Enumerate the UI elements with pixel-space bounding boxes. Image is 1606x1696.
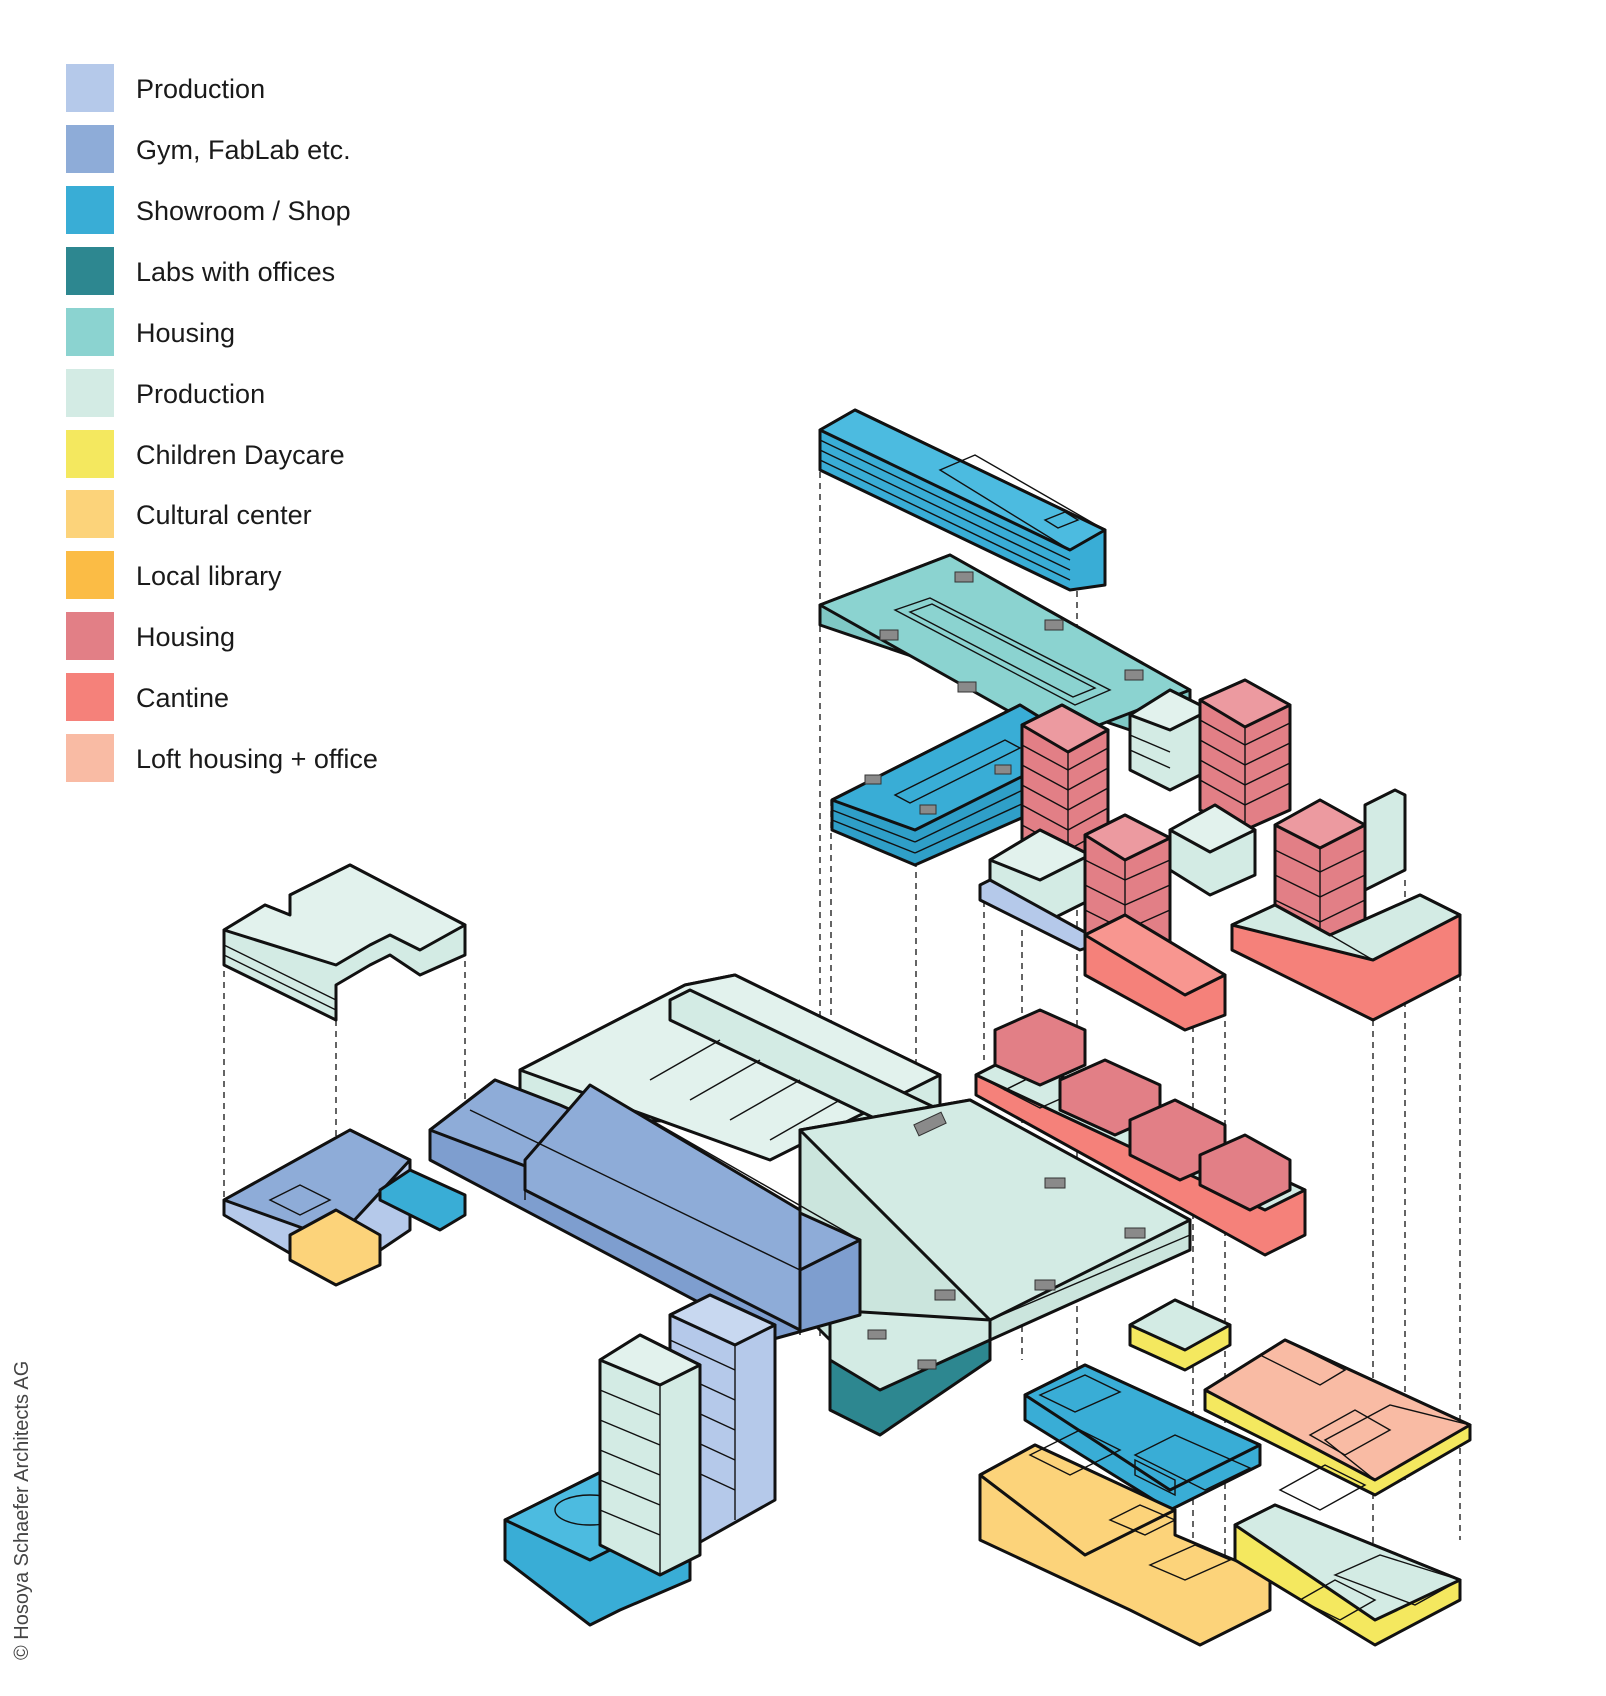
legend-item-showroom-shop: Showroom / Shop bbox=[66, 186, 526, 234]
legend-label: Production bbox=[136, 379, 266, 409]
legend-label: Children Daycare bbox=[136, 440, 345, 470]
mixed-cluster-mid bbox=[1023, 1363, 1262, 1512]
legend-swatch bbox=[66, 430, 114, 478]
legend-label: Showroom / Shop bbox=[136, 196, 351, 226]
legend-swatch bbox=[66, 64, 114, 112]
legend-swatch bbox=[66, 369, 114, 417]
legend-item-loft-housing: Loft housing + office bbox=[66, 734, 526, 782]
legend-item-production-mint: Production bbox=[66, 369, 526, 417]
legend-label: Local library bbox=[136, 561, 282, 591]
legend-item-cantine: Cantine bbox=[66, 673, 526, 721]
production-block-far bbox=[1363, 788, 1407, 892]
cantine-cluster bbox=[1233, 1464, 1462, 1647]
legend-item-local-library: Local library bbox=[66, 551, 526, 599]
legend-label: Cantine bbox=[136, 683, 230, 713]
legend-label: Labs with offices bbox=[136, 257, 336, 287]
legend-label: Gym, FabLab etc. bbox=[136, 135, 351, 165]
housing-level-teal bbox=[818, 553, 1192, 742]
housing-tower-4 bbox=[1273, 798, 1367, 947]
legend-swatch bbox=[66, 186, 114, 234]
housing-row bbox=[974, 1008, 1307, 1257]
production-slab bbox=[798, 1098, 1192, 1437]
legend-swatch bbox=[66, 673, 114, 721]
legend-item-labs-offices: Labs with offices bbox=[66, 247, 526, 295]
legend-swatch bbox=[66, 734, 114, 782]
legend-label: Loft housing + office bbox=[136, 744, 378, 774]
production-block-right bbox=[1168, 803, 1257, 897]
legend-swatch bbox=[66, 490, 114, 538]
showroom-bar-top bbox=[818, 408, 1107, 592]
production-tower-mint bbox=[598, 1333, 702, 1577]
small-production-block bbox=[1128, 1298, 1232, 1372]
cantine-l-block bbox=[1230, 893, 1462, 1022]
legend-item-children-daycare: Children Daycare bbox=[66, 430, 526, 478]
housing-tower-2 bbox=[1198, 678, 1292, 832]
mixed-use-left-lower bbox=[222, 1128, 467, 1287]
legend-swatch bbox=[66, 125, 114, 173]
production-hall bbox=[518, 973, 942, 1162]
legend-item-gym-fablab: Gym, FabLab etc. bbox=[66, 125, 526, 173]
daycare-cluster bbox=[1203, 1338, 1472, 1497]
cantine-bar bbox=[1083, 913, 1227, 1032]
gym-fablab-block bbox=[428, 1078, 862, 1342]
legend-swatch bbox=[66, 247, 114, 295]
legend-label: Production bbox=[136, 74, 266, 104]
legend-label: Cultural center bbox=[136, 500, 312, 530]
legend-item-housing-teal: Housing bbox=[66, 308, 526, 356]
legend-label: Housing bbox=[136, 622, 236, 652]
legend-item-production-blue: Production bbox=[66, 64, 526, 112]
legend-swatch bbox=[66, 612, 114, 660]
legend-item-cultural-center: Cultural center bbox=[66, 490, 526, 538]
legend-swatch bbox=[66, 551, 114, 599]
legend-label: Housing bbox=[136, 318, 236, 348]
legend-item-housing-red: Housing bbox=[66, 612, 526, 660]
legend-swatch bbox=[66, 308, 114, 356]
library-cluster bbox=[978, 1429, 1272, 1647]
production-block-mid bbox=[978, 828, 1097, 952]
production-left-upper bbox=[222, 863, 467, 1022]
